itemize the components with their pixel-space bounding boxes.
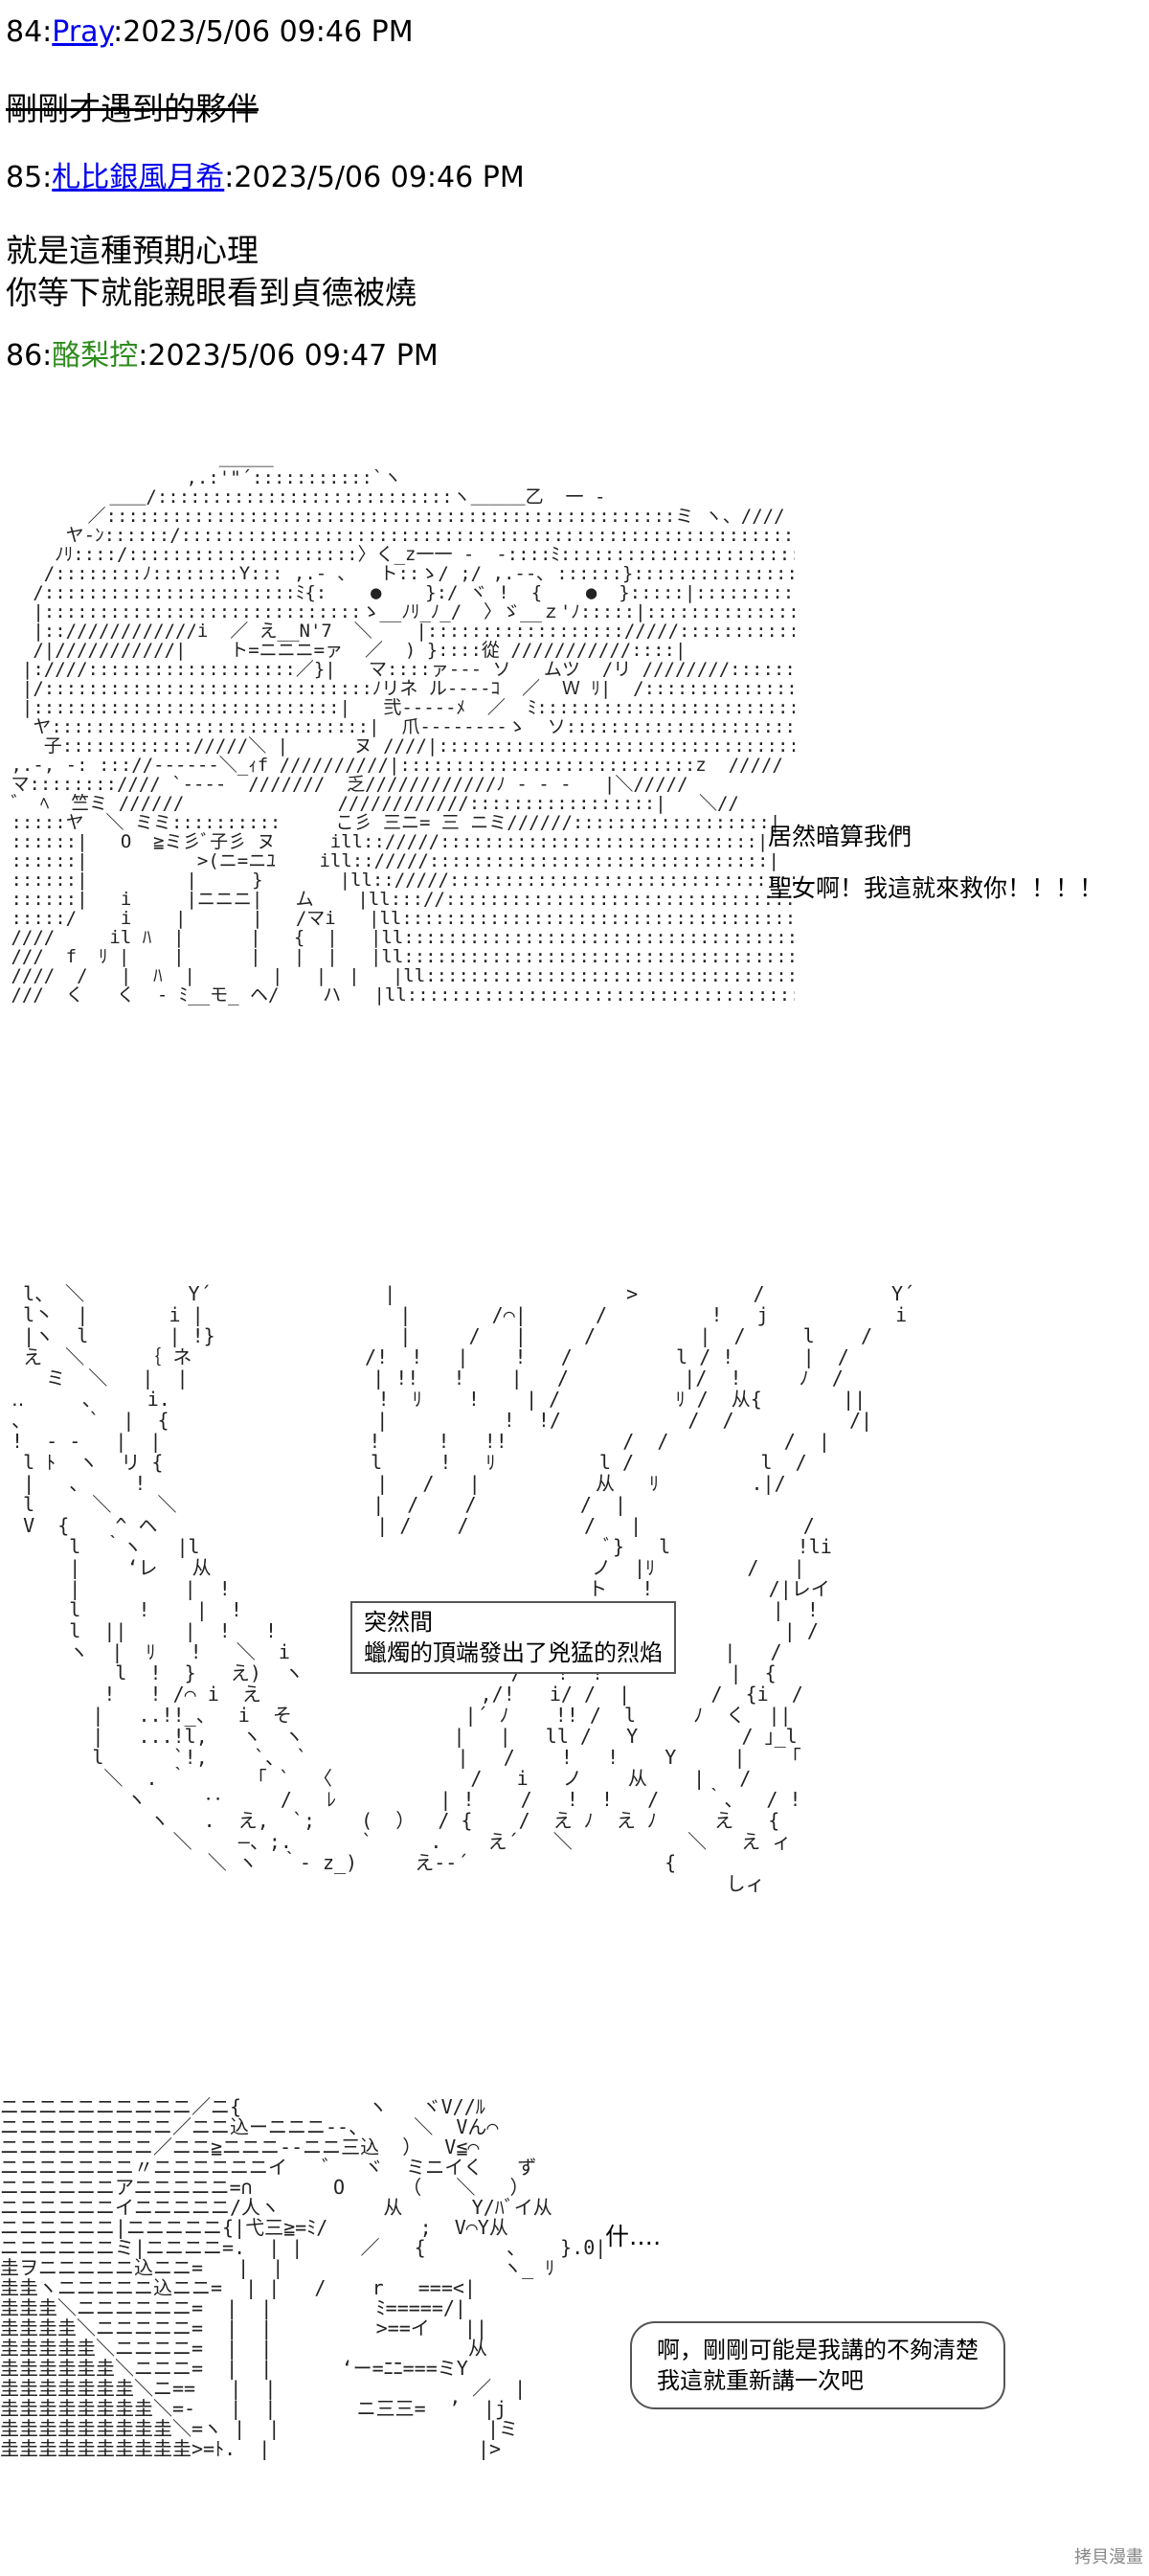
post-body-85: 就是這種預期心理 你等下就能親眼看到貞德被燒	[6, 230, 417, 314]
speech-text: 什‥‥	[605, 2223, 662, 2250]
post-date: 2023/5/06 09:47 PM	[147, 339, 439, 373]
watermark: 拷貝漫畫	[1074, 2547, 1143, 2567]
post-header-85: 85:札比銀風月希:2023/5/06 09:46 PM	[6, 159, 525, 197]
post-date: 2023/5/06 09:46 PM	[234, 161, 525, 194]
narration-line: 突然間	[364, 1609, 433, 1636]
post-colon: :	[113, 15, 124, 49]
narration-box: 突然間 蠟燭的頂端發出了兇猛的烈焰	[350, 1601, 676, 1674]
post-header-84: 84:Pray:2023/5/06 09:46 PM	[6, 13, 414, 52]
post-number: 86:	[6, 339, 53, 373]
post-date: 2023/5/06 09:46 PM	[123, 15, 414, 49]
post-body-84: 剛剛才遇到的夥伴	[6, 88, 259, 130]
narration-line: 蠟燭的頂端發出了兇猛的烈焰	[364, 1639, 663, 1666]
post-colon: :	[138, 339, 148, 373]
ascii-art-panel-2: l、 ＼ Y´ | > / Y´ l丶 | i | | /⌒| / ! j i …	[11, 1283, 915, 1895]
post-number: 85:	[6, 161, 53, 194]
bubble-line: 啊，剛剛可能是我講的不夠清楚	[657, 2337, 979, 2363]
post-colon: :	[224, 161, 235, 194]
speech-bubble: 啊，剛剛可能是我講的不夠清楚 我這就重新講一次吧	[630, 2321, 1005, 2409]
bubble-line: 我這就重新講一次吧	[657, 2367, 864, 2394]
post-line: 就是這種預期心理	[6, 232, 259, 269]
poster-name-link[interactable]: 札比銀風月希	[52, 161, 225, 194]
post-header-86: 86:酪梨控:2023/5/06 09:47 PM	[6, 337, 439, 375]
poster-name: 酪梨控	[52, 339, 139, 373]
post-line: 剛剛才遇到的夥伴	[6, 90, 259, 127]
speech-text: 居然暗算我們	[768, 823, 912, 850]
post-line: 你等下就能親眼看到貞德被燒	[6, 274, 417, 311]
post-number: 84:	[6, 15, 53, 49]
ascii-art-panel-1: ＿＿＿ ,.:'"´:::::::::::`ヽ ＿＿/:::::::::::::…	[11, 449, 795, 1006]
speech-text: 聖女啊！我這就來救你！！！！	[768, 874, 1104, 902]
ascii-art-panel-3: ニニニニニニニニニニ／ニ{ ヽ ヾV//ﾙ ニニニニニニニニニ／ニニ込ーニニニ‐…	[0, 2097, 607, 2460]
poster-name-link[interactable]: Pray	[52, 15, 114, 49]
